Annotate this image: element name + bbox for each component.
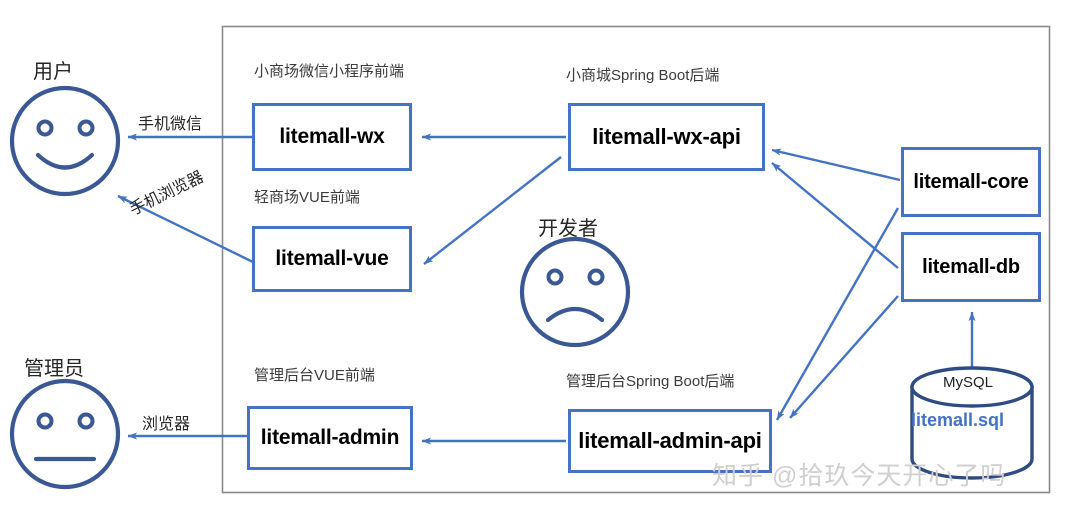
node-litemall-wx-api[interactable]: litemall-wx-api — [568, 103, 765, 171]
watermark: 知乎 @拾玖今天开心了吗 — [712, 462, 1007, 490]
arrow-core-to-wxapi — [771, 148, 901, 182]
node-litemall-vue[interactable]: litemall-vue — [252, 226, 412, 292]
actor-label-admin: 管理员 — [24, 358, 84, 380]
caption-admin-front: 管理后台VUE前端 — [254, 367, 375, 384]
caption-vue-front: 轻商场VUE前端 — [254, 189, 360, 206]
edge-label-wechat: 手机微信 — [136, 110, 205, 134]
arrow-db-to-wxapi — [771, 162, 899, 269]
node-litemall-db[interactable]: litemall-db — [901, 232, 1041, 302]
arrow-db-to-adminapi — [789, 295, 899, 419]
database-title: MySQL — [943, 374, 994, 391]
node-litemall-core[interactable]: litemall-core — [901, 147, 1041, 217]
arrow-wxapi-to-vue — [423, 156, 562, 265]
actor-label-developer: 开发者 — [538, 218, 598, 240]
node-litemall-wx[interactable]: litemall-wx — [252, 103, 412, 171]
edge-label-browser: 浏览器 — [140, 410, 193, 434]
user-face-icon — [9, 85, 121, 197]
caption-api-back: 小商城Spring Boot后端 — [566, 67, 720, 84]
developer-face-icon — [519, 236, 631, 348]
actor-label-user: 用户 — [33, 61, 73, 83]
database-file-label: litemall.sql — [911, 410, 1005, 430]
edge-label-mobile-browser: 手机浏览器 — [127, 168, 207, 220]
node-litemall-admin[interactable]: litemall-admin — [247, 406, 413, 470]
arrow-core-to-adminapi — [775, 207, 900, 421]
node-litemall-admin-api[interactable]: litemall-admin-api — [568, 409, 772, 473]
caption-admin-back: 管理后台Spring Boot后端 — [566, 373, 735, 390]
admin-face-icon — [9, 378, 121, 490]
caption-wx-front: 小商场微信小程序前端 — [254, 63, 405, 80]
